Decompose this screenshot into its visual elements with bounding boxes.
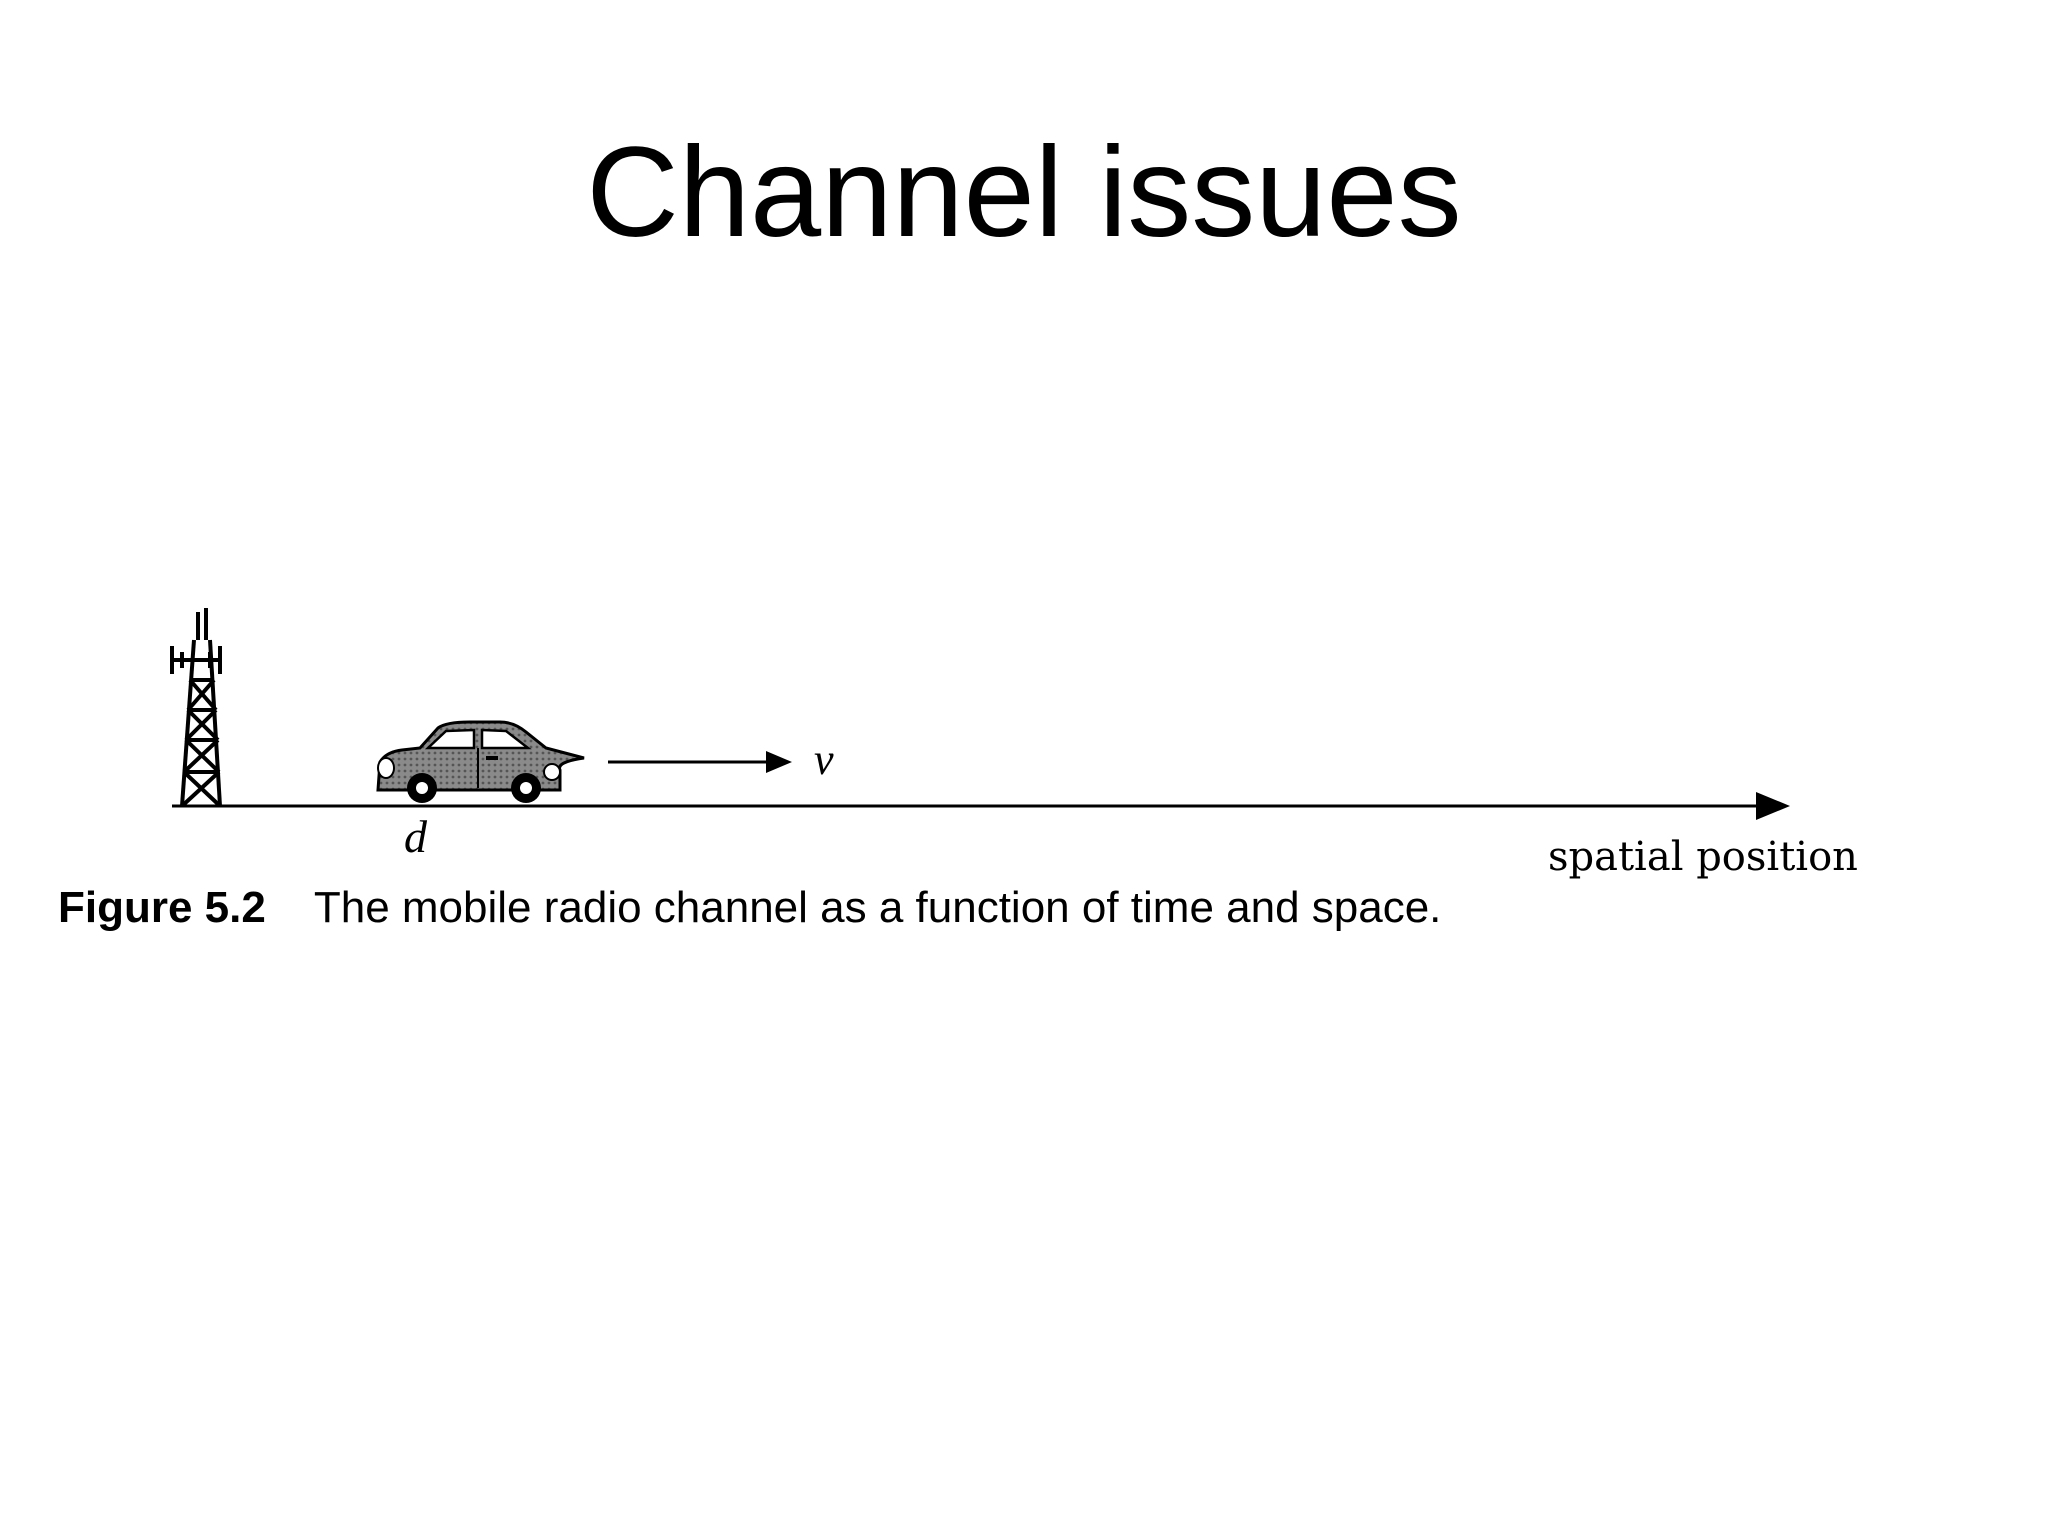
- spatial-position-axis: [172, 792, 1790, 820]
- axis-label: spatial position: [1548, 834, 1858, 880]
- figure-number: Figure 5.2: [58, 883, 266, 932]
- caption-text: The mobile radio channel as a function o…: [313, 883, 1442, 932]
- figure-caption: Figure 5.2 The mobile radio channel as a …: [58, 880, 1441, 936]
- velocity-arrow: [608, 751, 792, 773]
- distance-label: d: [404, 811, 428, 862]
- radio-tower-icon: [170, 608, 222, 808]
- velocity-label: v: [814, 735, 834, 784]
- slide-title: Channel issues: [586, 121, 1462, 264]
- car-icon: [376, 720, 585, 803]
